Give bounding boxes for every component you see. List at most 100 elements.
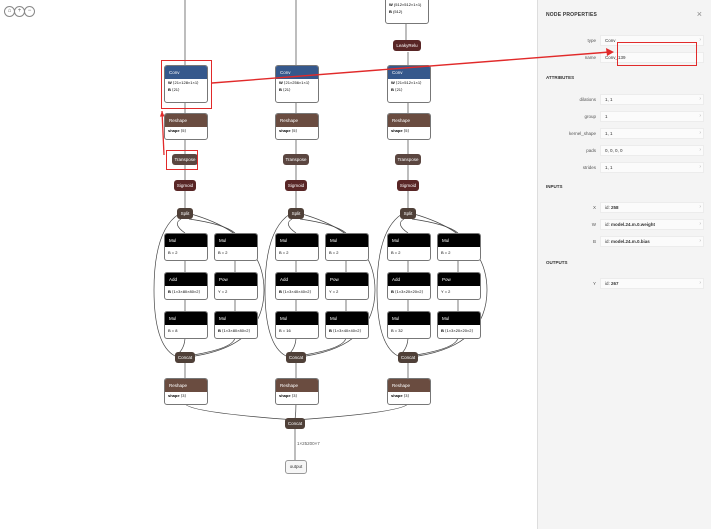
mul-param: ⟨1×3×40×40×2⟩ [333,328,362,333]
conv-b: ⟨21⟩ [283,87,291,92]
prop-id-prefix: id: [605,239,610,244]
graph-canvas[interactable]: ⌂ + − W (512×512×1×1) B (512) LeakyRelu … [0,0,537,529]
final-concat-node[interactable]: Concat [285,418,305,429]
mul-param: B = 2 [168,250,178,255]
edge [176,218,186,234]
add-title: Add [165,273,207,286]
pow-param: Y = 2 [441,289,451,294]
expand-icon[interactable]: › [699,221,701,227]
reshape-node[interactable]: Reshape shape ⟨3⟩ [387,378,431,405]
mul-node[interactable]: Mul B ⟨1×3×20×20×2⟩ [437,311,481,339]
prop-value[interactable]: 0, 0, 0, 0 [600,145,704,156]
mul-title: Mul [215,312,257,325]
conv-w: ⟨21×128×1×1⟩ [172,80,199,85]
leakyrelu-node[interactable]: LeakyRelu [393,40,421,51]
mul-node[interactable]: Mul B ⟨1×3×40×40×2⟩ [325,311,369,339]
pow-param: Y = 2 [218,289,228,294]
shape-key: shape [279,128,291,133]
prop-id-prefix: id: [605,281,610,286]
expand-icon[interactable]: › [699,204,701,210]
pow-node[interactable]: Pow Y = 2 [214,272,258,300]
concat-node[interactable]: Concat [398,352,418,363]
add-node[interactable]: Add B ⟨1×3×40×40×2⟩ [275,272,319,300]
expand-icon[interactable]: › [699,37,701,43]
concat-node[interactable]: Concat [286,352,306,363]
prop-value[interactable]: id: 267 [600,278,704,289]
mul-node[interactable]: Mul B = 16 [275,311,319,339]
prop-value[interactable]: 1 [600,111,704,122]
transpose-highlight [166,150,198,170]
conv-node[interactable]: Conv W ⟨21×256×1×1⟩ B ⟨21⟩ [275,65,319,103]
expand-icon[interactable]: › [699,130,701,136]
expand-icon[interactable]: › [699,238,701,244]
mul-node[interactable]: Mul B = 2 [214,233,258,261]
zoom-out-icon[interactable]: − [24,6,35,17]
mul-node[interactable]: Mul B = 2 [325,233,369,261]
prop-value[interactable]: 1, 1 [600,94,704,105]
expand-icon[interactable]: › [699,113,701,119]
prop-value[interactable]: id: model.24.m.0.bias [600,236,704,247]
transpose-node[interactable]: Transpose [395,154,421,165]
conv-node[interactable]: Conv W ⟨21×128×1×1⟩ B ⟨21⟩ [164,65,208,103]
mul-node[interactable]: Mul B = 2 [275,233,319,261]
concat-node[interactable]: Concat [175,352,195,363]
expand-icon[interactable]: › [699,96,701,102]
prop-id: model.24.m.0.weight [611,222,656,227]
reshape-node[interactable]: Reshape shape ⟨5⟩ [164,113,208,140]
shape-val: ⟨5⟩ [180,128,187,133]
mul-title: Mul [438,312,480,325]
add-node[interactable]: Add B ⟨1×3×20×20×2⟩ [387,272,431,300]
prop-type-value[interactable]: Conv [600,35,704,46]
mul-title: Mul [165,312,207,325]
sigmoid-node[interactable]: Sigmoid [397,180,419,191]
expand-icon[interactable]: › [699,164,701,170]
mul-title: Mul [276,312,318,325]
prop-val: 1, 1 [605,131,613,136]
expand-icon[interactable]: › [699,280,701,286]
conv-node[interactable]: Conv W ⟨21×512×1×1⟩ B ⟨21⟩ [387,65,431,103]
reshape-node[interactable]: Reshape shape ⟨3⟩ [275,378,319,405]
sigmoid-node[interactable]: Sigmoid [174,180,196,191]
edge [299,218,347,234]
mul-title: Mul [215,234,257,247]
prop-row: strides 1, 1 › [538,162,711,173]
pow-param: Y = 2 [329,289,339,294]
pow-node[interactable]: Pow Y = 2 [325,272,369,300]
mul-title: Mul [326,234,368,247]
reshape-title: Reshape [388,379,430,392]
prop-val: 0, 0, 0, 0 [605,148,623,153]
edge [376,213,403,357]
mul-node[interactable]: Mul B = 2 [164,233,208,261]
transpose-node[interactable]: Transpose [172,154,198,165]
split-node[interactable]: Split [400,208,416,219]
prop-value[interactable]: id: 258 [600,202,704,213]
prop-value[interactable]: id: model.24.m.0.weight [600,219,704,230]
reshape-node[interactable]: Reshape shape ⟨5⟩ [387,113,431,140]
prop-row: dilations 1, 1 › [538,94,711,105]
mul-node[interactable]: Mul B ⟨1×3×80×80×2⟩ [214,311,258,339]
prop-key: strides [582,165,596,170]
mul-node[interactable]: Mul B = 32 [387,311,431,339]
prop-value[interactable]: 1, 1 [600,162,704,173]
expand-icon[interactable]: › [699,147,701,153]
conv-w: ⟨21×256×1×1⟩ [283,80,310,85]
mul-node[interactable]: Mul B = 2 [437,233,481,261]
prop-key: X [592,205,596,210]
top-node[interactable]: W (512×512×1×1) B (512) [385,0,429,24]
mul-node[interactable]: Mul B = 8 [164,311,208,339]
mul-node[interactable]: Mul B = 2 [387,233,431,261]
reshape-node[interactable]: Reshape shape ⟨5⟩ [275,113,319,140]
transpose-node[interactable]: Transpose [283,154,309,165]
sigmoid-node[interactable]: Sigmoid [285,180,307,191]
output-node[interactable]: output [285,460,307,474]
prop-value[interactable]: 1, 1 [600,128,704,139]
split-node[interactable]: Split [177,208,193,219]
reshape-node[interactable]: Reshape shape ⟨3⟩ [164,378,208,405]
close-icon[interactable]: × [696,9,702,19]
add-node[interactable]: Add B ⟨1×3×80×80×2⟩ [164,272,208,300]
split-node[interactable]: Split [288,208,304,219]
shape-key: shape [391,393,403,398]
attributes-heading: ATTRIBUTES [546,75,575,80]
pow-node[interactable]: Pow Y = 2 [437,272,481,300]
edge [264,213,291,357]
